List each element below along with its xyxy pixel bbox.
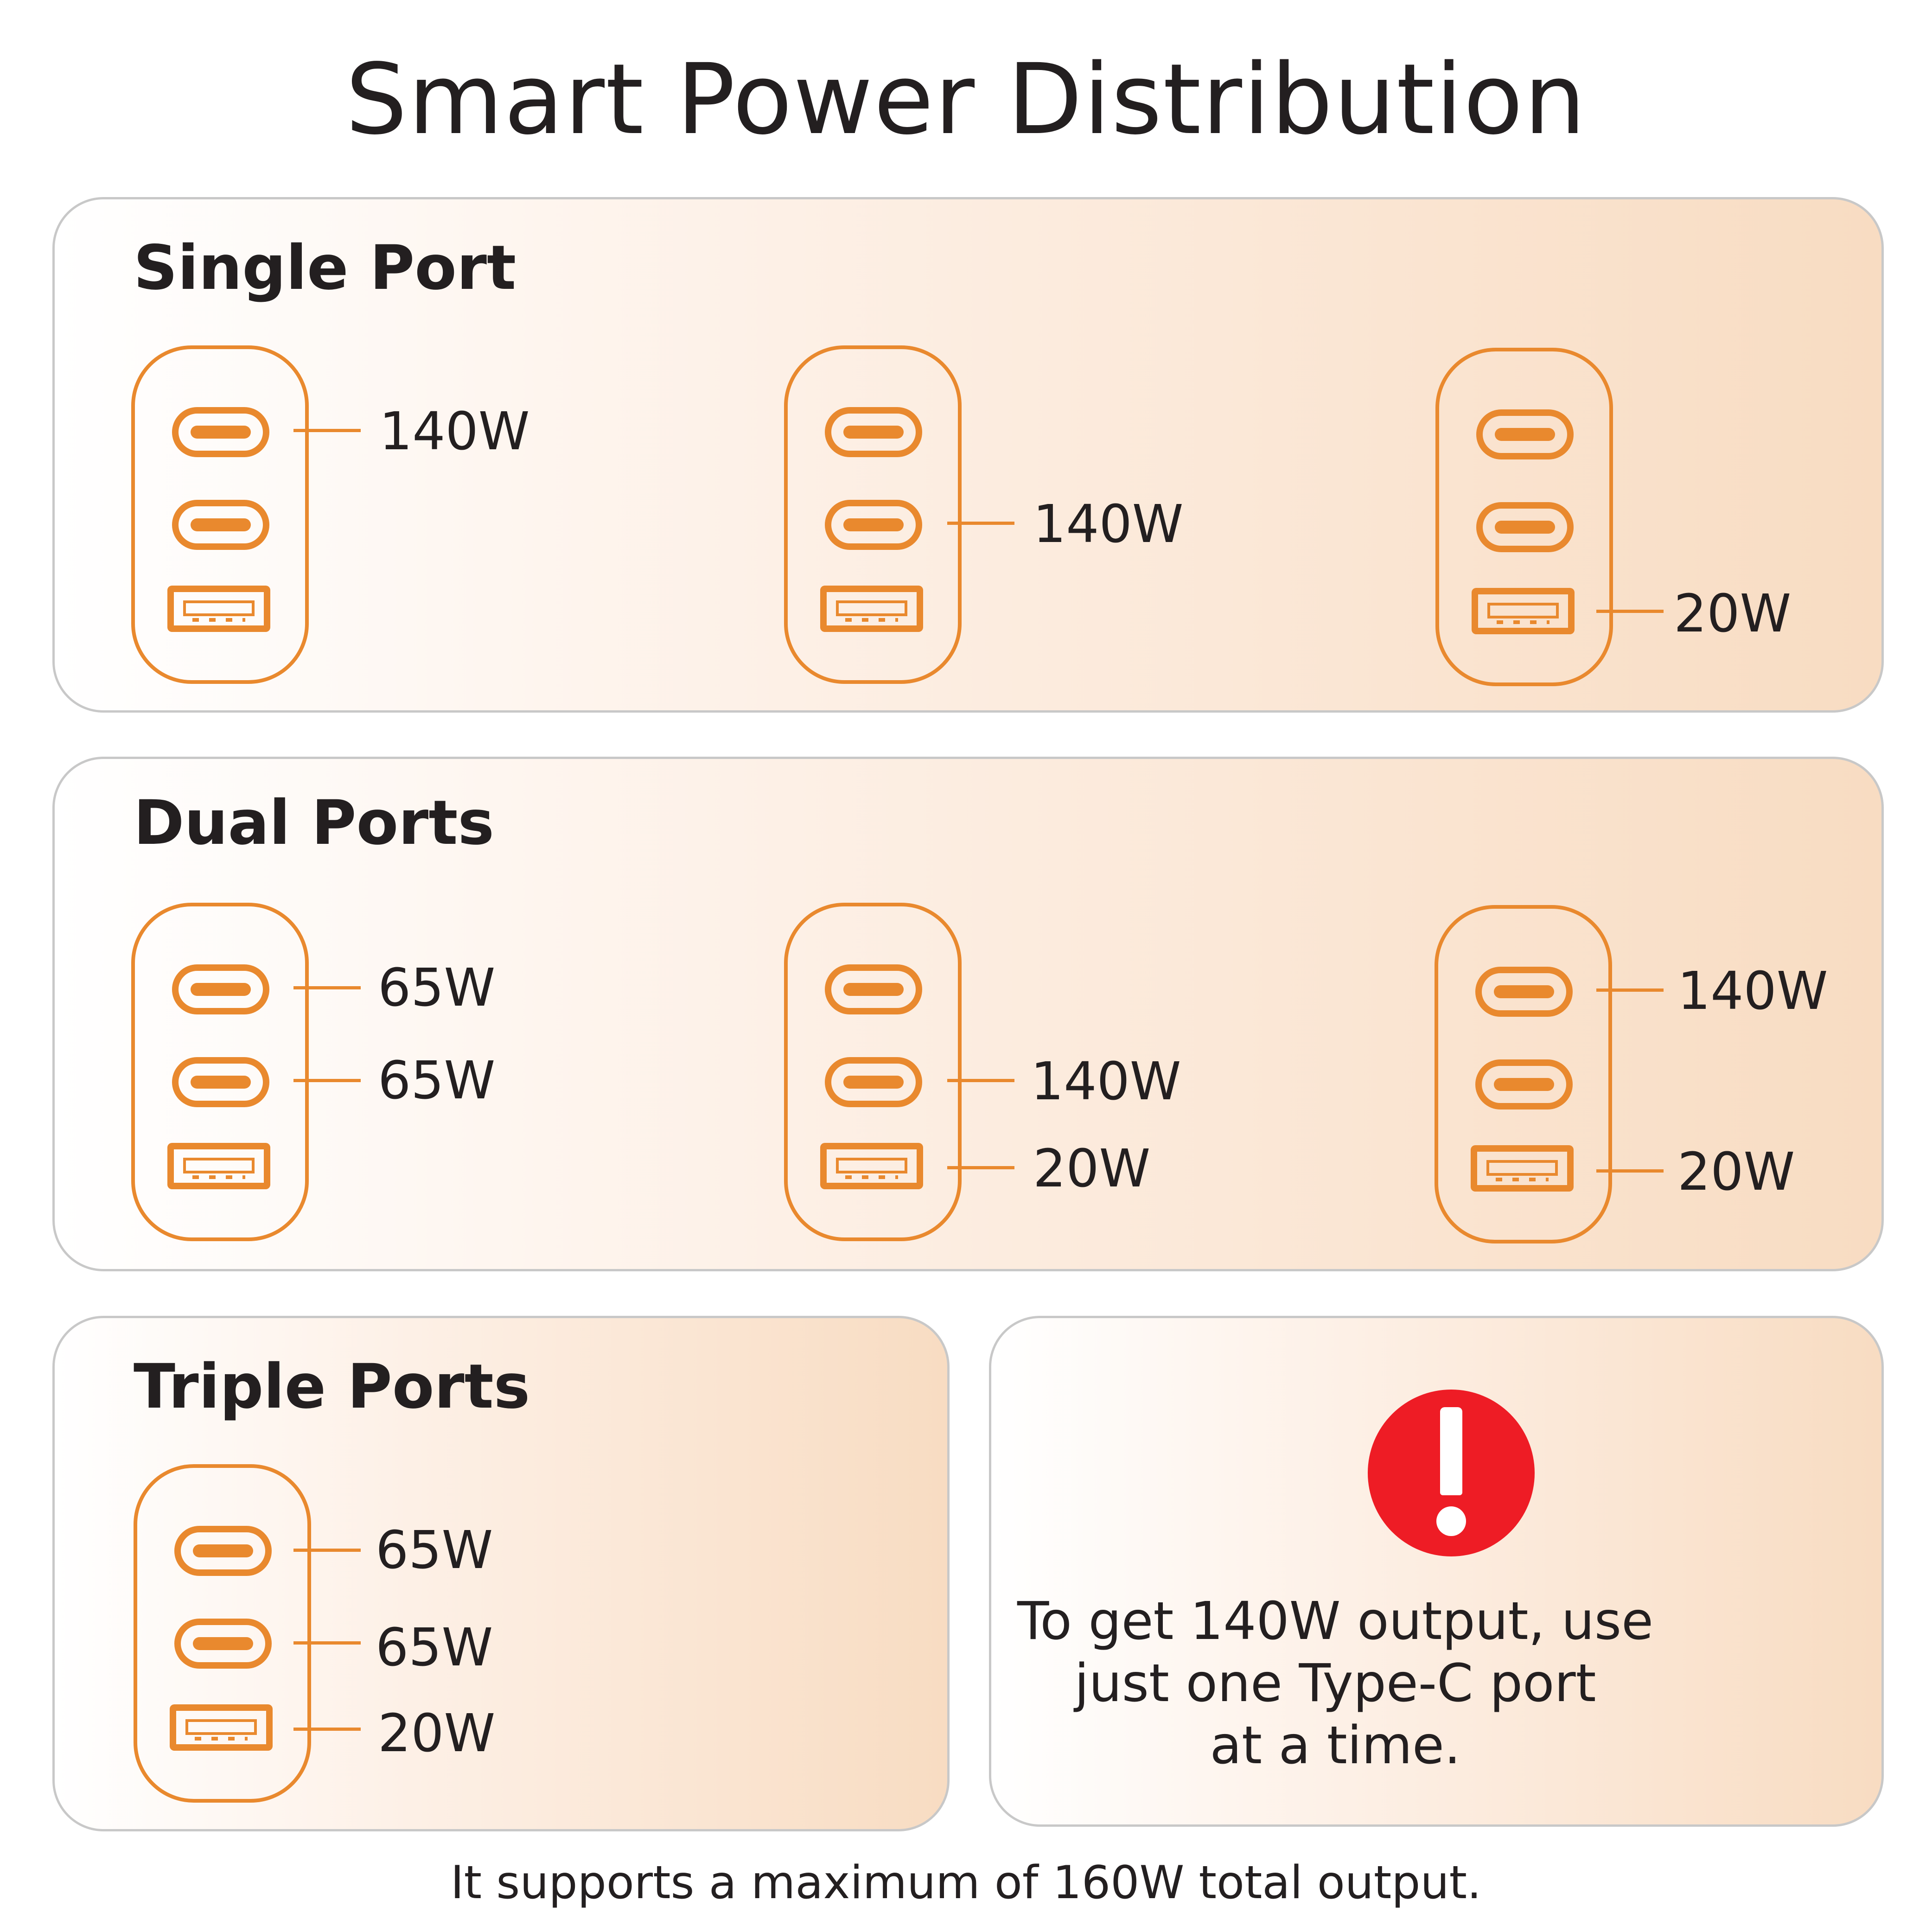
port-leader-line (947, 1166, 1014, 1169)
usb-c-port-icon (172, 500, 269, 550)
usb-c-port-icon (1475, 1059, 1573, 1109)
dual-ports-panel: Dual Ports 65W 65W 140W 20W 140W 20W (52, 757, 1884, 1271)
port-leader-line (293, 1728, 361, 1731)
warning-icon (1368, 1390, 1535, 1556)
notice-line-2: just one Type-C port (1074, 1653, 1596, 1714)
wattage-label: 20W (1674, 584, 1792, 644)
wattage-label: 140W (379, 402, 530, 462)
usb-a-port-icon (1472, 588, 1575, 634)
notice-text: To get 140W output, use just one Type-C … (992, 1590, 1678, 1777)
single-port-panel: Single Port 140W 140W 20W (52, 197, 1884, 713)
wattage-label: 140W (1031, 1052, 1181, 1112)
port-leader-line (293, 986, 361, 989)
wattage-label: 20W (378, 1703, 496, 1764)
charger-dual-1 (131, 903, 309, 1241)
port-leader-line (1596, 610, 1664, 613)
footer-note: It supports a maximum of 160W total outp… (450, 1856, 1482, 1909)
usb-a-port-icon (167, 586, 270, 632)
wattage-label: 140W (1033, 494, 1184, 555)
wattage-label: 65W (378, 1051, 496, 1111)
usb-c-port-icon (174, 1526, 272, 1576)
port-leader-line (293, 429, 361, 432)
port-leader-line (293, 1641, 361, 1645)
usb-c-port-icon (172, 407, 269, 457)
usb-a-port-icon (167, 1143, 270, 1189)
usb-a-port-icon (1471, 1145, 1574, 1192)
usb-c-port-icon (825, 407, 922, 457)
port-leader-line (1596, 1169, 1664, 1173)
charger-single-3 (1435, 348, 1613, 686)
panel-title-dual: Dual Ports (134, 787, 495, 859)
port-leader-line (293, 1079, 361, 1082)
usb-c-port-icon (174, 1619, 272, 1669)
usb-a-port-icon (170, 1704, 273, 1751)
usb-c-port-icon (825, 1057, 922, 1107)
notice-line-3: at a time. (1210, 1715, 1461, 1776)
port-leader-line (293, 1549, 361, 1552)
wattage-label: 65W (376, 1618, 493, 1678)
usb-c-port-icon (1476, 502, 1574, 552)
notice-line-1: To get 140W output, use (1017, 1591, 1653, 1651)
panel-title-triple: Triple Ports (134, 1351, 530, 1422)
wattage-label: 20W (1033, 1139, 1151, 1199)
page-title: Smart Power Distribution (345, 43, 1587, 156)
charger-dual-2 (784, 903, 962, 1241)
usb-c-port-icon (1476, 409, 1574, 459)
charger-triple-1 (134, 1464, 311, 1803)
usb-a-port-icon (820, 586, 923, 632)
wattage-label: 20W (1677, 1142, 1795, 1202)
triple-ports-panel: Triple Ports 65W 65W 20W (52, 1316, 950, 1831)
port-leader-line (947, 1079, 1014, 1082)
charger-single-2 (784, 345, 962, 684)
wattage-label: 65W (378, 958, 496, 1018)
charger-single-1 (131, 345, 309, 684)
usb-c-port-icon (1475, 967, 1573, 1017)
charger-dual-3 (1435, 905, 1612, 1243)
usb-a-port-icon (820, 1143, 923, 1189)
port-leader-line (947, 522, 1014, 525)
usb-c-port-icon (172, 1057, 269, 1107)
port-leader-line (1596, 988, 1664, 992)
usb-c-port-icon (825, 964, 922, 1014)
panel-title-single: Single Port (134, 232, 516, 304)
wattage-label: 65W (376, 1520, 493, 1581)
usb-c-port-icon (172, 964, 269, 1014)
wattage-label: 140W (1677, 961, 1828, 1021)
usb-c-port-icon (825, 500, 922, 550)
